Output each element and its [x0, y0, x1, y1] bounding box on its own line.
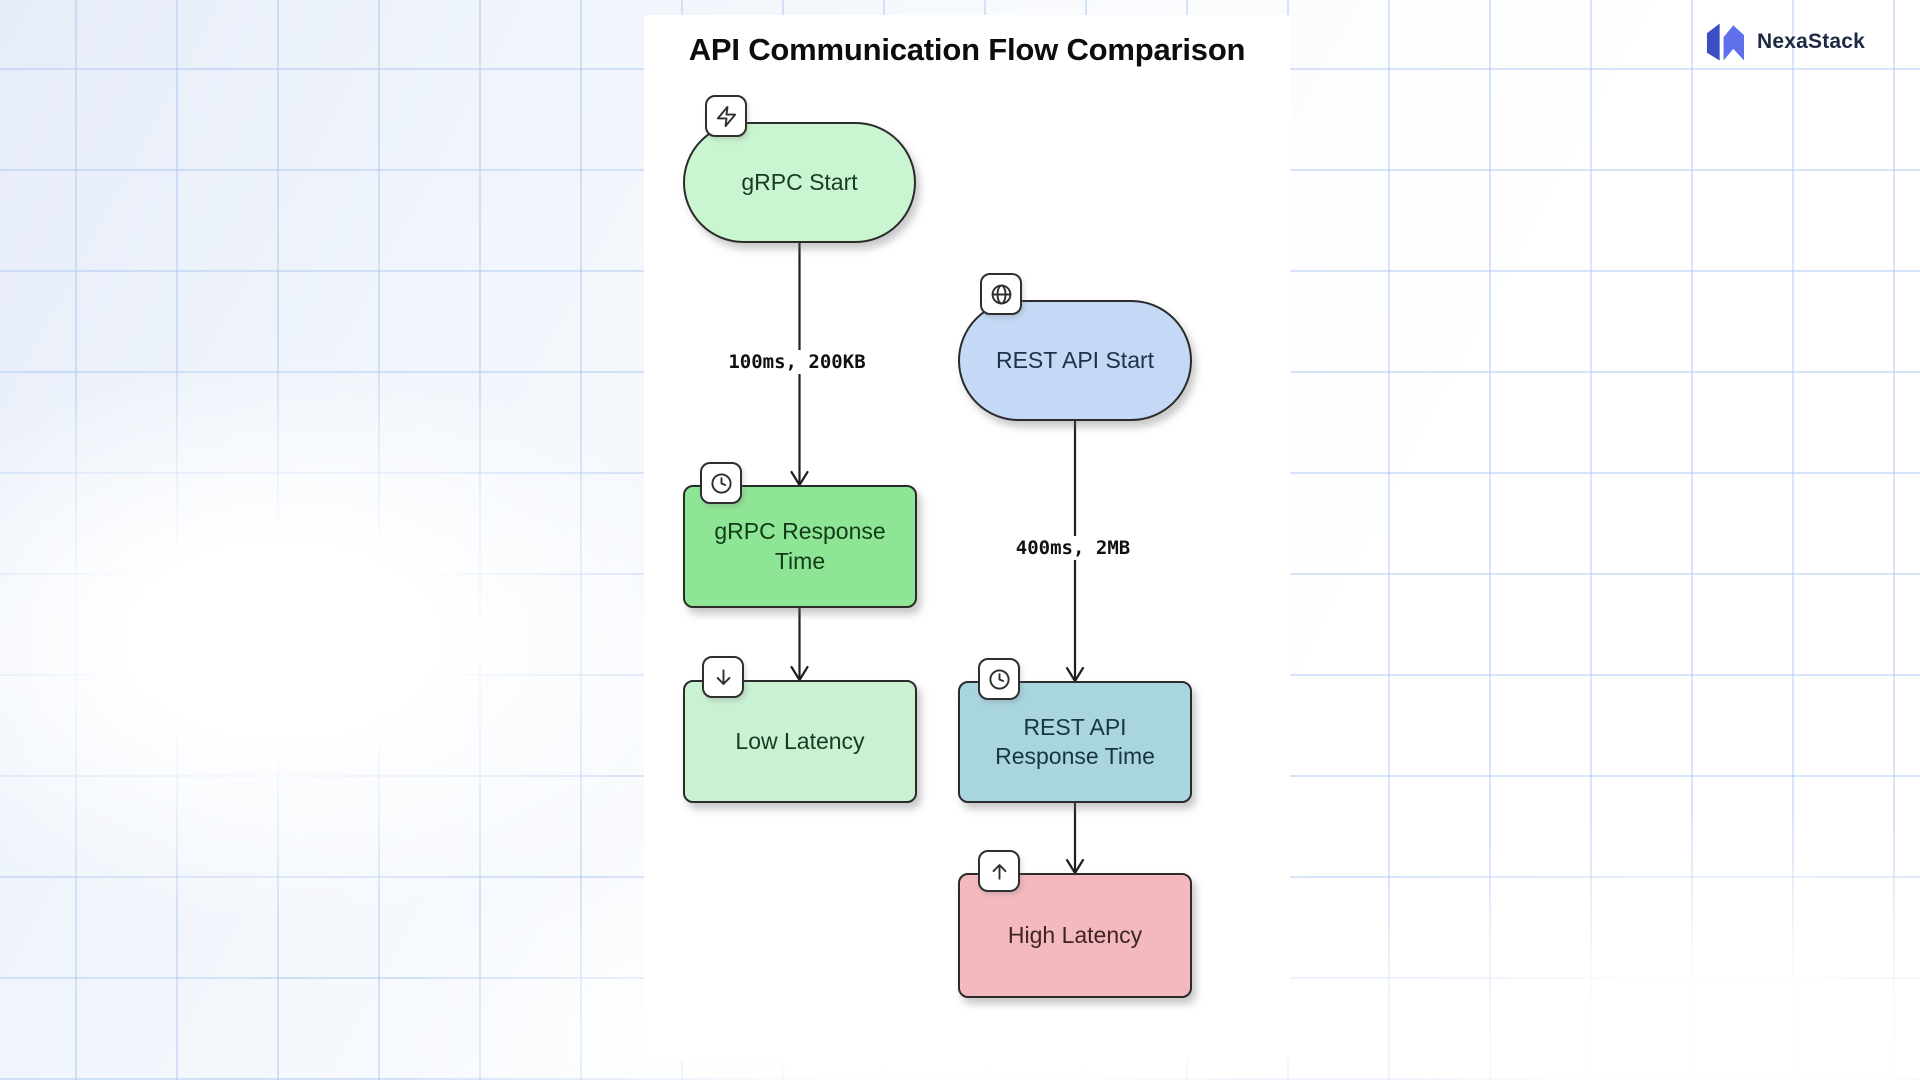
node-high-latency: High Latency: [958, 873, 1192, 998]
node-label: REST API Response Time: [995, 713, 1155, 769]
node-rest-api-start: REST API Start: [958, 300, 1192, 421]
diagram-title: API Communication Flow Comparison: [688, 32, 1246, 67]
zap-icon: [705, 95, 747, 137]
arrow-down-icon: [702, 656, 744, 698]
globe-icon: [980, 273, 1022, 315]
node-grpc-start: gRPC Start: [683, 122, 916, 243]
edge-label-grpc: 100ms, 200KB: [720, 350, 874, 374]
brand-name: NexaStack: [1757, 30, 1866, 53]
node-rest-api-response-time: REST API Response Time: [958, 681, 1192, 803]
node-low-latency: Low Latency: [683, 680, 917, 803]
node-label: gRPC Start: [741, 168, 858, 195]
node-grpc-response-time: gRPC Response Time: [683, 485, 917, 608]
arrow-up-icon: [978, 850, 1020, 892]
nexastack-logo-icon: [1706, 23, 1745, 61]
node-label: gRPC Response Time: [714, 518, 886, 574]
node-label: REST API Start: [995, 346, 1155, 373]
brand-logo[interactable]: NexaStack: [1706, 22, 1865, 62]
diagram-panel: API Communication Flow Comparison 100ms,…: [644, 15, 1290, 1060]
clock-icon: [700, 462, 742, 504]
node-label: High Latency: [1007, 921, 1143, 948]
clock-icon: [978, 658, 1020, 700]
edge-label-rest: 400ms, 2MB: [1007, 536, 1139, 560]
node-label: Low Latency: [735, 727, 865, 754]
